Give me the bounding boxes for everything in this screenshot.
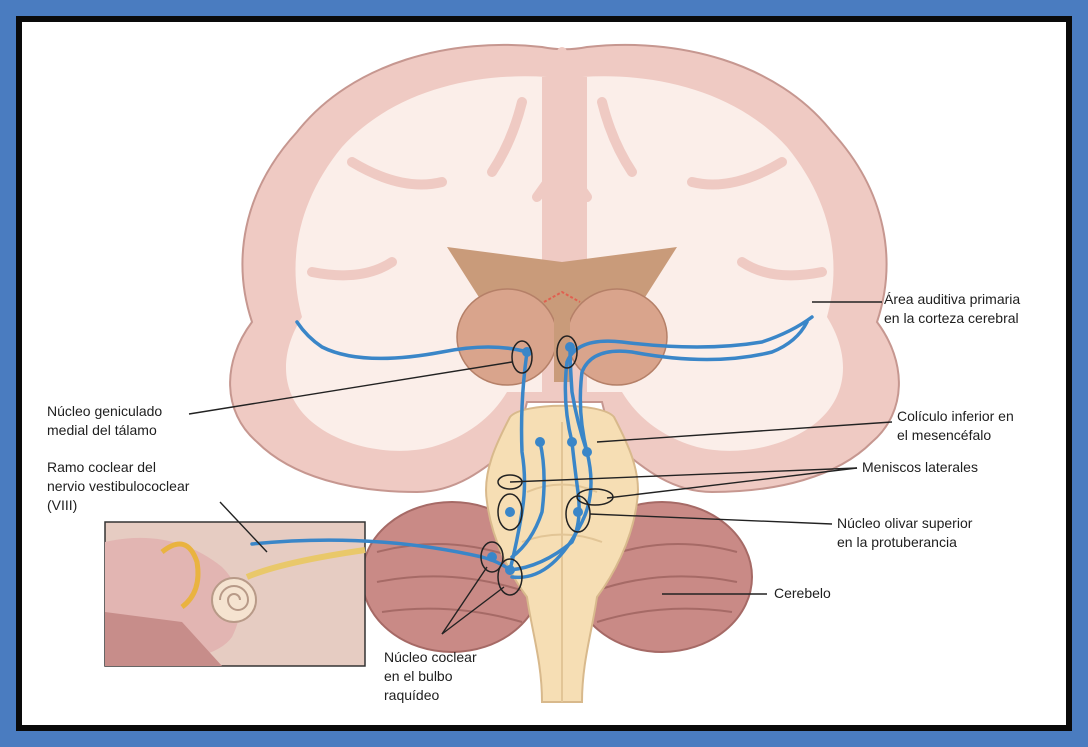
label-cochlear-branch-line-3: (VIII) — [47, 497, 78, 513]
label-auditory-cortex-line-1: Área auditiva primaria — [884, 291, 1021, 307]
label-medial-geniculate-line-1: Núcleo geniculado — [47, 403, 163, 419]
leader-line-cochlear-nucleus-2 — [441, 586, 505, 635]
leader-line-lateral-lemnisci-1 — [509, 467, 858, 483]
label-medial-geniculate-line-2: medial del tálamo — [47, 422, 157, 438]
label-auditory-cortex-line-2: en la corteza cerebral — [884, 310, 1019, 326]
pathway-nuclei — [487, 342, 592, 575]
leader-lines — [188, 301, 893, 635]
label-superior-olivary-line-1: Núcleo olivar superior — [837, 515, 973, 531]
auditory-pathway — [250, 315, 814, 580]
label-cochlear-nucleus: Núcleo coclear en el bulbo raquídeo — [384, 648, 477, 705]
leader-line-medial-geniculate — [188, 361, 513, 415]
label-inferior-colliculus-line-1: Colículo inferior en — [897, 408, 1014, 424]
leader-line-superior-olivary — [589, 513, 833, 525]
label-cochlear-nucleus-line-2: en el bulbo — [384, 668, 453, 684]
label-auditory-cortex: Área auditiva primaria en la corteza cer… — [884, 290, 1020, 328]
leader-line-cochlear-branch — [219, 501, 268, 553]
label-inferior-colliculus: Colículo inferior en el mesencéfalo — [897, 407, 1014, 445]
inner-ear-inset — [104, 521, 366, 667]
thalamus — [447, 247, 677, 386]
label-lateral-lemnisci-line-1: Meniscos laterales — [862, 459, 978, 475]
label-cerebellum: Cerebelo — [774, 584, 831, 603]
label-cochlear-nucleus-line-1: Núcleo coclear — [384, 649, 477, 665]
label-cerebellum-line-1: Cerebelo — [774, 585, 831, 601]
label-inferior-colliculus-line-2: el mesencéfalo — [897, 427, 992, 443]
leader-line-lateral-lemnisci-2 — [606, 467, 858, 499]
label-superior-olivary-line-2: en la protuberancia — [837, 534, 957, 550]
label-superior-olivary: Núcleo olivar superior en la protuberanc… — [837, 514, 972, 552]
label-medial-geniculate: Núcleo geniculado medial del tálamo — [47, 402, 162, 440]
auditory-pathway-illustration — [104, 43, 900, 703]
label-cochlear-nucleus-line-3: raquídeo — [384, 687, 440, 703]
label-cochlear-branch: Ramo coclear del nervio vestibulococlear… — [47, 458, 189, 515]
label-lateral-lemnisci: Meniscos laterales — [862, 458, 978, 477]
diagram-canvas: Área auditiva primaria en la corteza cer… — [22, 22, 1066, 725]
leader-line-cochlear-nucleus-1 — [441, 566, 488, 635]
label-cochlear-branch-line-2: nervio vestibulococlear — [47, 478, 190, 494]
leader-line-inferior-colliculus — [596, 421, 893, 443]
label-cochlear-branch-line-1: Ramo coclear del — [47, 459, 156, 475]
